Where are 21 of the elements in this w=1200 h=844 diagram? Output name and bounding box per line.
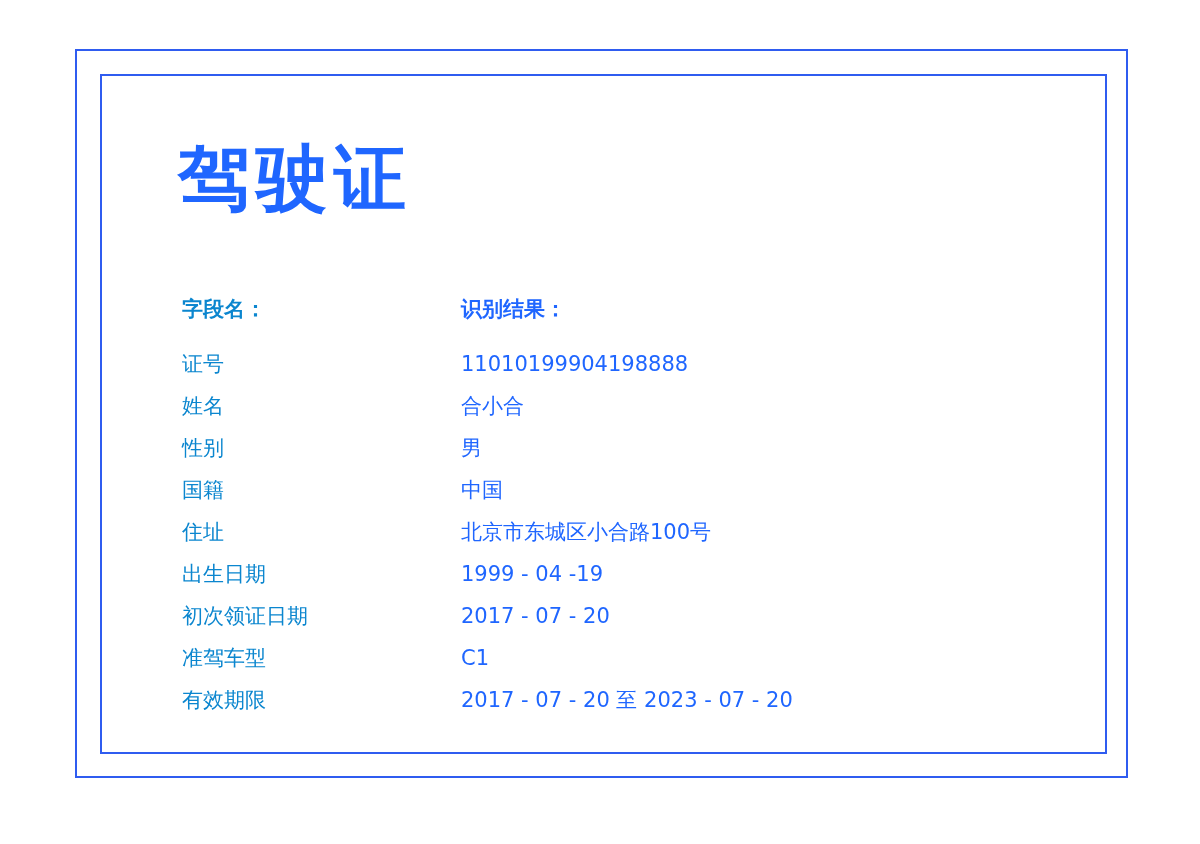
- field-name: 性别: [182, 438, 224, 459]
- field-value: 北京市东城区小合路100号: [461, 522, 712, 543]
- field-name: 准驾车型: [182, 648, 266, 669]
- field-value: 1999 - 04 -19: [461, 564, 604, 585]
- field-value: 男: [461, 438, 482, 459]
- field-value: 2017 - 07 - 20 至 2023 - 07 - 20: [461, 690, 793, 711]
- field-name: 初次领证日期: [182, 606, 308, 627]
- column-heading: 字段名：: [182, 299, 266, 320]
- field-name: 国籍: [182, 480, 224, 501]
- field-value: 合小合: [461, 396, 524, 417]
- field-value: 中国: [461, 480, 503, 501]
- field-name: 住址: [182, 522, 224, 543]
- field-name: 证号: [182, 354, 224, 375]
- field-value: 2017 - 07 - 20: [461, 606, 610, 627]
- field-name: 姓名: [182, 396, 224, 417]
- field-name: 有效期限: [182, 690, 266, 711]
- field-value: C1: [461, 648, 490, 669]
- field-value: 11010199904198888: [461, 354, 689, 375]
- column-heading: 识别结果：: [461, 299, 566, 320]
- field-name: 出生日期: [182, 564, 266, 585]
- document-title: 驾驶证: [178, 142, 412, 214]
